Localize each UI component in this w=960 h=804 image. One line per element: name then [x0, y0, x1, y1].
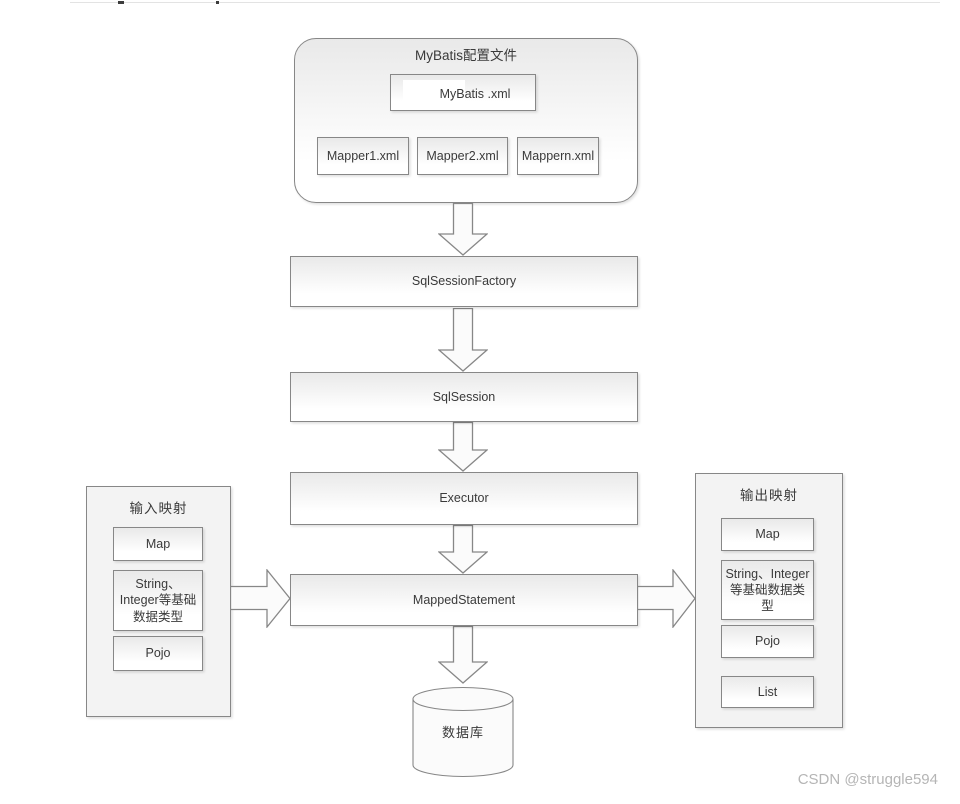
mappern-label: Mappern.xml [521, 148, 595, 163]
right-arrow-icon [230, 569, 291, 628]
input-item-label: Pojo [145, 646, 171, 661]
flow-label: MappedStatement [412, 592, 516, 607]
database-label: 数据库 [441, 725, 484, 740]
flow-label: SqlSessionFactory [411, 274, 517, 289]
down-arrow-icon [438, 422, 488, 472]
mappern-box: Mappern.xml [517, 137, 599, 175]
top-cropped-line [70, 2, 940, 3]
down-arrow-icon [438, 308, 488, 372]
mybatis-xml-label: MyBatis .xml [439, 87, 511, 101]
mybatis-xml-box: MyBatis .xml [390, 74, 536, 111]
output-item-map: Map [721, 518, 814, 551]
csdn-watermark: CSDN @struggle594 [797, 771, 938, 788]
flow-label: Executor [439, 491, 489, 506]
database-cylinder-icon [412, 686, 514, 778]
right-arrow-icon [637, 569, 696, 628]
flow-box-sqlsession: SqlSession [290, 372, 638, 422]
input-item-pojo: Pojo [113, 636, 203, 671]
output-item-label: Map [755, 527, 780, 542]
output-item-list: List [721, 676, 814, 708]
top-cropped-text-speck [118, 1, 124, 4]
down-arrow-icon [438, 203, 488, 256]
flow-box-executor: Executor [290, 472, 638, 525]
flow-box-sqlsessionfactory: SqlSessionFactory [290, 256, 638, 307]
mapper1-label: Mapper1.xml [326, 148, 400, 163]
input-item-label: Map [145, 536, 171, 551]
output-mapping-title: 输出映射 [740, 488, 798, 503]
input-item-map: Map [113, 527, 203, 561]
input-item-label: String、Integer等基础数据类型 [119, 577, 197, 624]
down-arrow-icon [438, 525, 488, 574]
output-item-pojo: Pojo [721, 625, 814, 658]
output-item-label: String、Integer等基础数据类型 [725, 566, 810, 614]
output-item-label: Pojo [754, 634, 781, 649]
input-mapping-title: 输入映射 [129, 501, 188, 516]
mapper2-label: Mapper2.xml [426, 148, 499, 163]
flow-label: SqlSession [432, 389, 496, 404]
output-item-label: List [757, 684, 778, 699]
output-item-basic-types: String、Integer等基础数据类型 [721, 560, 814, 620]
down-arrow-icon [438, 626, 488, 684]
mapper2-box: Mapper2.xml [417, 137, 508, 175]
mapper1-box: Mapper1.xml [317, 137, 409, 175]
top-cropped-text-speck [216, 1, 219, 4]
flow-box-mappedstatement: MappedStatement [290, 574, 638, 626]
input-item-basic-types: String、Integer等基础数据类型 [113, 570, 203, 631]
config-container-title: MyBatis配置文件 [414, 48, 517, 63]
white-patch [403, 80, 465, 106]
mybatis-config-container: MyBatis配置文件 [294, 38, 638, 203]
